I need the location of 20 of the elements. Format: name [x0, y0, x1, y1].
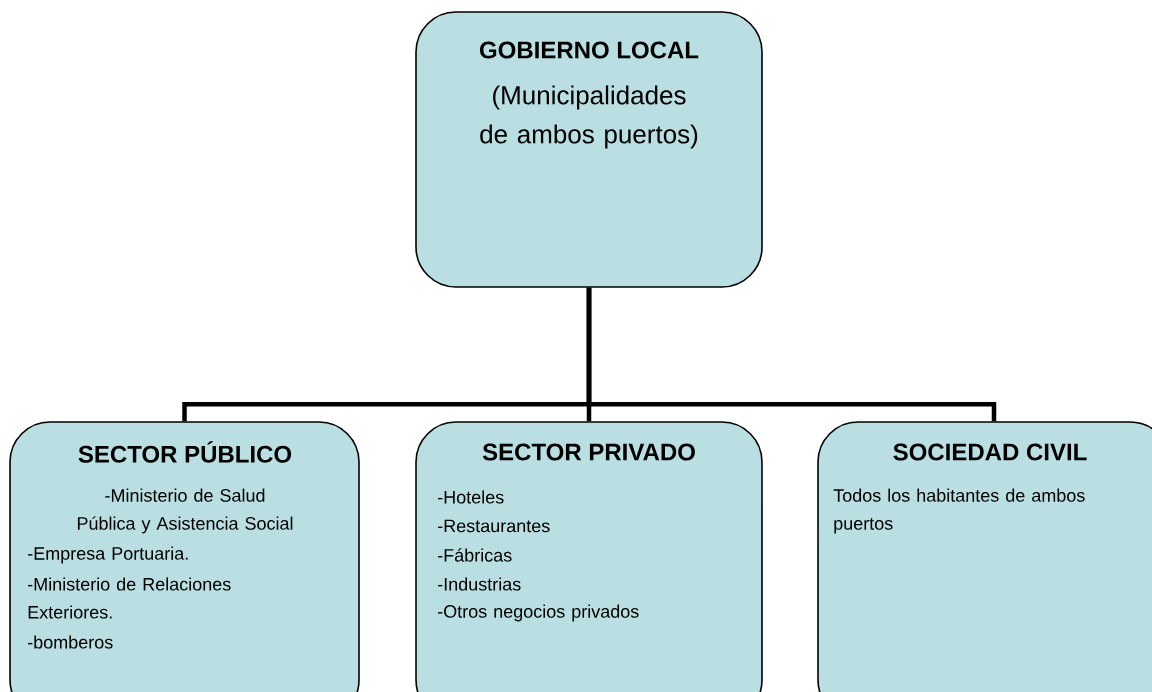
connector-line: [586, 287, 997, 422]
body-text: -Otros negocios privados: [438, 604, 639, 622]
body-text: -Ministerio de Salud Pública y Asistencia Social: [77, 488, 293, 534]
heading: SOCIEDAD CIVIL: [893, 443, 1087, 461]
rounded-box: [9, 421, 360, 692]
body-text: -Fábricas: [438, 548, 512, 562]
body-text: -Hoteles: [438, 490, 504, 504]
body-text: -Ministerio de Relaciones Exteriores.: [28, 577, 231, 619]
rounded-box: [817, 421, 1152, 692]
rounded-box: [415, 421, 763, 692]
body-text: -bomberos: [28, 635, 113, 649]
body-text: (Municipalidades de ambos puertos): [480, 85, 698, 149]
body-text: -Restaurantes: [438, 519, 550, 533]
heading: SECTOR PRIVADO: [482, 443, 695, 461]
body-text: -Industrias: [438, 577, 521, 591]
heading: SECTOR PÚBLICO: [78, 441, 292, 463]
body-text: -Empresa Portuaria.: [28, 546, 188, 564]
heading: GOBIERNO LOCAL: [480, 41, 699, 59]
rounded-box: [415, 11, 763, 288]
body-text: Todos los habitantes de ambos puertos: [833, 488, 1085, 534]
